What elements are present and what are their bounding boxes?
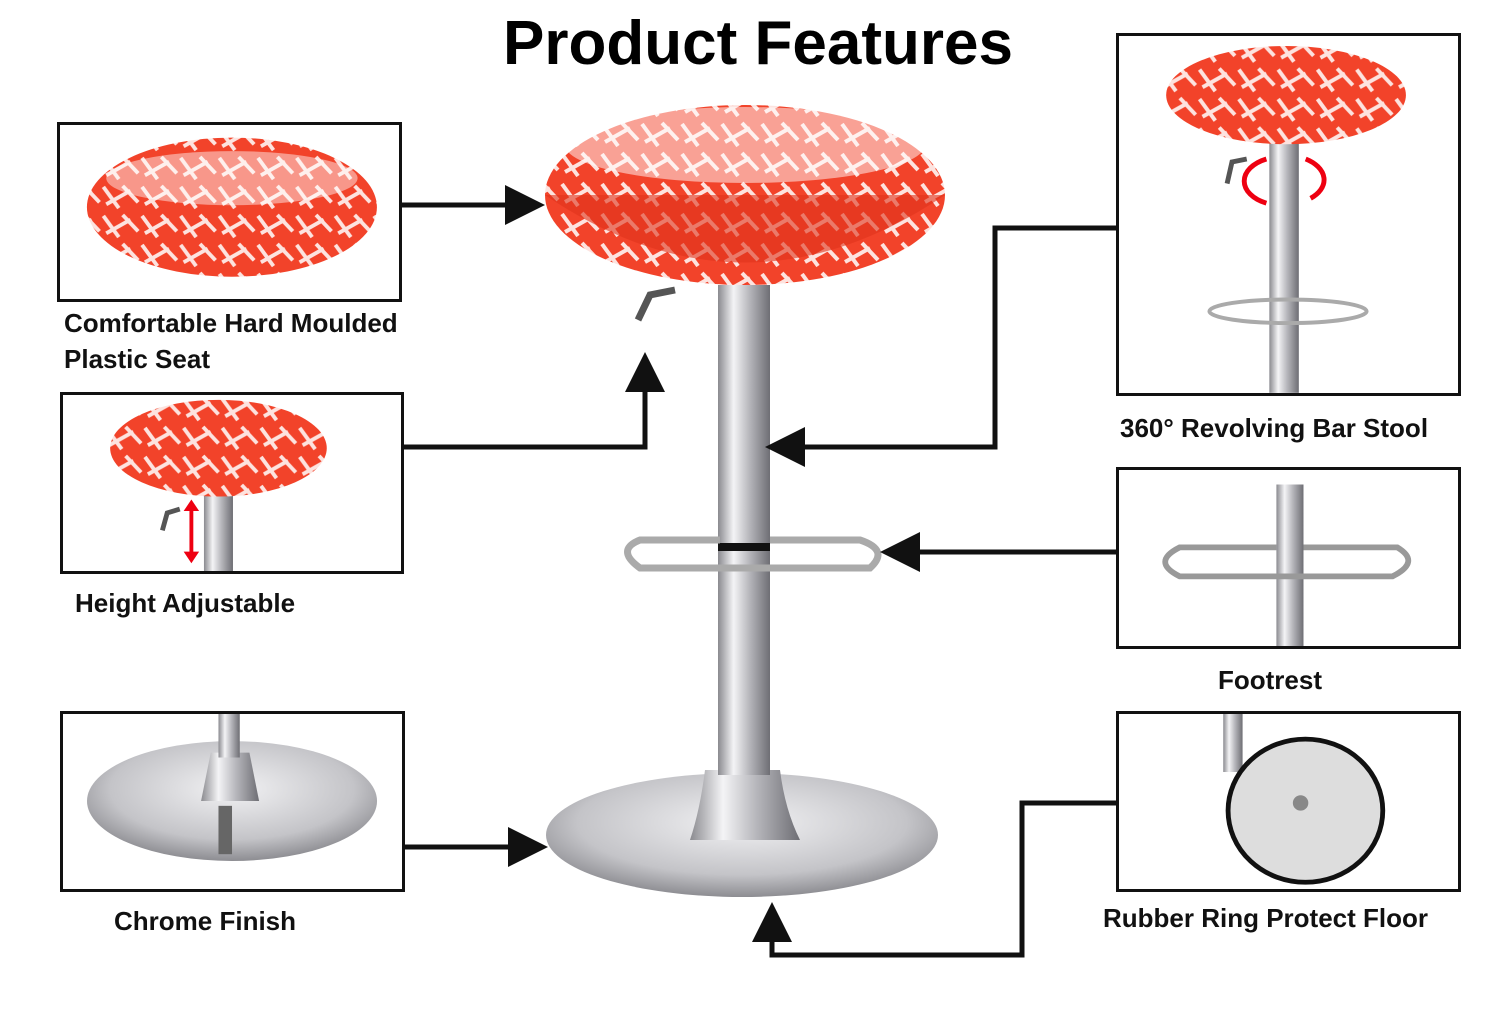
connector-lines <box>402 185 1116 958</box>
rubber-ring-feature-image <box>1116 711 1461 892</box>
chrome-feature-label: Chrome Finish <box>114 906 297 936</box>
revolving-feature-label: 360° Revolving Bar Stool <box>1120 413 1429 443</box>
footrest-feature-label: Footrest <box>1218 665 1322 695</box>
seat-label-line2: Plastic Seat <box>64 344 210 374</box>
revolving-feature-image <box>1116 33 1461 396</box>
height-feature-image <box>60 392 404 574</box>
chrome-feature-image <box>60 711 405 892</box>
rubber-ring-feature-label: Rubber Ring Protect Floor <box>1103 903 1428 933</box>
seat-feature-image <box>57 122 402 302</box>
seat-label-line1: Comfortable Hard Moulded <box>64 308 398 338</box>
main-stool-image <box>545 105 945 897</box>
height-feature-label: Height Adjustable <box>75 588 296 618</box>
seat-feature-label: Comfortable Hard Moulded Plastic Seat <box>64 305 398 377</box>
footrest-feature-image <box>1116 467 1461 649</box>
page-title: Product Features <box>503 9 1013 78</box>
